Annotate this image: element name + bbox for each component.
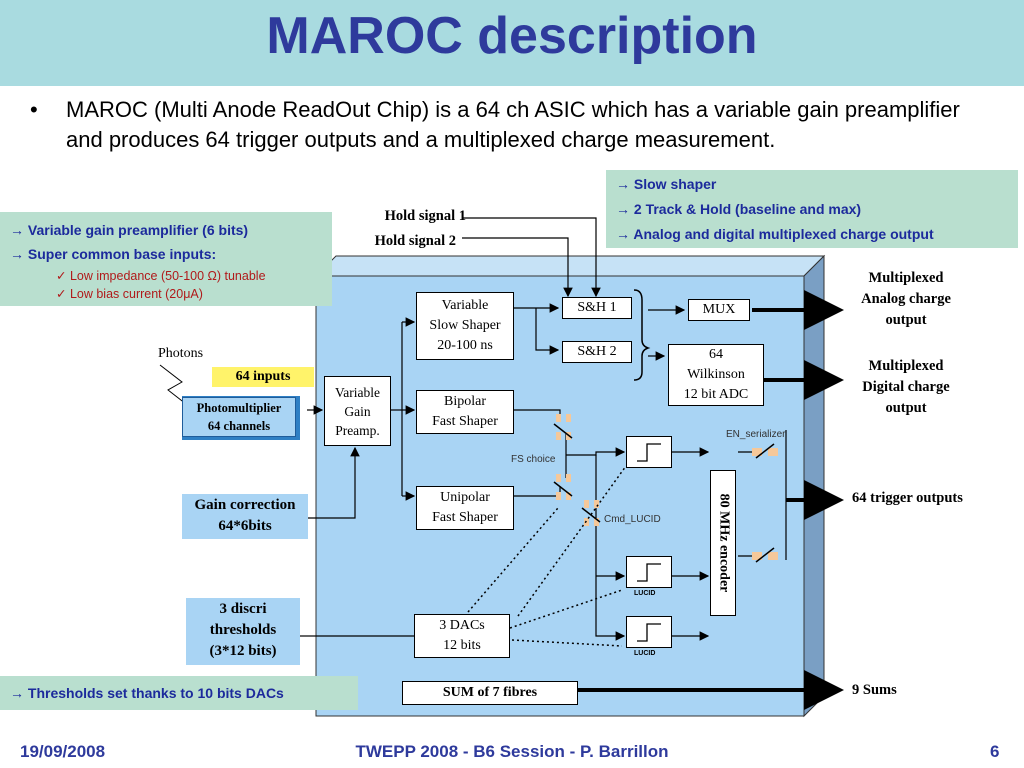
pmt-label-line1: Photomultiplier: [196, 401, 282, 415]
sh2-block: S&H 2: [562, 341, 632, 363]
adc-line3: 12 bit ADC: [683, 387, 749, 402]
mux-block: MUX: [688, 299, 750, 321]
note-thresholds: → Thresholds set thanks to 10 bits DACs: [0, 676, 358, 710]
note-subitem: ✓ Low impedance (50-100 Ω) tunable: [56, 269, 266, 283]
out-digital-line1: Multiplexed: [868, 358, 944, 374]
dacs-line2: 12 bits: [443, 638, 481, 653]
preamp-line2: Gain: [344, 403, 371, 419]
bipolar-line2: Fast Shaper: [432, 414, 498, 429]
unipolar-line1: Unipolar: [440, 490, 490, 505]
note-subitem: ✓ Low bias current (20μA): [56, 287, 203, 301]
out-analog-line2: Analog charge: [861, 291, 951, 307]
title-bar: [0, 0, 1024, 86]
note-item: → Slow shaper: [616, 176, 717, 192]
sum-block: SUM of 7 fibres: [402, 681, 578, 705]
bullet-text: MAROC (Multi Anode ReadOut Chip) is a 64…: [66, 97, 960, 152]
adc-line1: 64: [709, 347, 723, 362]
serializer-switch-top: [752, 448, 778, 456]
dacs-block: 3 DACs 12 bits: [414, 614, 510, 658]
discriminator-1: [626, 436, 672, 468]
out-trigger-label: 64 trigger outputs: [852, 490, 963, 506]
lucid-label: LUCID: [634, 590, 656, 597]
note-preamp-features: → Variable gain preamplifier (6 bits) → …: [0, 212, 332, 306]
note-item: → Thresholds set thanks to 10 bits DACs: [10, 685, 284, 701]
step-icon: [637, 443, 661, 462]
footer-title: TWEPP 2008 - B6 Session - P. Barrillon: [355, 742, 669, 761]
note-item: → Super common base inputs:: [10, 246, 217, 262]
slide-title: MAROC description: [266, 7, 758, 65]
out-digital-line2: Digital charge: [862, 379, 950, 395]
chip-side-face: [803, 254, 825, 718]
preamp-line3: Preamp.: [335, 422, 380, 438]
sh1-block: S&H 1: [562, 297, 632, 319]
hold-signal-1-label: Hold signal 1: [384, 208, 466, 224]
serializer-switch-bottom: [752, 552, 778, 560]
lucid-label: LUCID: [634, 650, 656, 657]
photons-label: Photons: [158, 346, 204, 361]
out-analog-label: Multiplexed Analog charge output: [842, 268, 970, 331]
note-shaper-features: → Slow shaper → 2 Track & Hold (baseline…: [606, 170, 1018, 248]
slow-shaper-line1: Variable: [441, 298, 489, 313]
discri-line2: thresholds: [209, 622, 277, 638]
bullet-marker: •: [30, 97, 38, 122]
discriminator-2: [626, 556, 672, 588]
preamp-block: Variable Gain Preamp.: [324, 376, 391, 446]
encoder-label: 80 MHz encoder: [716, 493, 731, 593]
chip-top-face: [314, 255, 826, 277]
unipolar-line2: Fast Shaper: [432, 510, 498, 525]
dacs-line1: 3 DACs: [439, 618, 485, 633]
unipolar-shaper-block: Unipolar Fast Shaper: [416, 486, 514, 530]
gain-correction-line2: 64*6bits: [218, 518, 272, 534]
en-serializer-label: EN_serializer: [726, 429, 786, 440]
encoder-block: 80 MHz encoder: [710, 470, 736, 616]
discri-line3: (3*12 bits): [209, 643, 277, 659]
cmd-lucid-label: Cmd_LUCID: [604, 514, 661, 525]
inputs-badge: 64 inputs: [212, 367, 314, 387]
pmt-label-line2: 64 channels: [207, 419, 271, 433]
step-icon: [637, 563, 661, 582]
note-item: → Analog and digital multiplexed charge …: [616, 226, 934, 242]
pmt-box: Photomultiplier 64 channels: [182, 397, 296, 437]
slow-shaper-block: Variable Slow Shaper 20-100 ns: [416, 292, 514, 360]
out-analog-line1: Multiplexed: [868, 270, 944, 286]
adc-line2: Wilkinson: [687, 367, 745, 382]
out-analog-line3: output: [885, 312, 927, 328]
gain-correction-box: Gain correction 64*6bits: [182, 494, 308, 539]
preamp-line1: Variable: [335, 384, 380, 400]
discriminator-3: [626, 616, 672, 648]
adc-block: 64 Wilkinson 12 bit ADC: [668, 344, 764, 406]
out-digital-label: Multiplexed Digital charge output: [842, 356, 970, 419]
out-digital-line3: output: [885, 400, 927, 416]
note-item: → 2 Track & Hold (baseline and max): [616, 201, 862, 217]
footer-date: 19/09/2008: [20, 742, 106, 761]
hold-signal-2-label: Hold signal 2: [374, 233, 456, 249]
slow-shaper-line2: Slow Shaper: [429, 318, 501, 333]
out-sums-label: 9 Sums: [852, 682, 897, 698]
step-icon: [637, 623, 661, 642]
discri-line1: 3 discri: [219, 601, 267, 617]
fs-choice-label: FS choice: [511, 454, 556, 465]
slow-shaper-line3: 20-100 ns: [437, 338, 493, 353]
bipolar-line1: Bipolar: [444, 394, 486, 409]
note-item: → Variable gain preamplifier (6 bits): [10, 222, 249, 238]
discri-thresholds-box: 3 discri thresholds (3*12 bits): [186, 598, 300, 665]
bipolar-shaper-block: Bipolar Fast Shaper: [416, 390, 514, 434]
footer-page-number: 6: [990, 742, 1000, 761]
gain-correction-line1: Gain correction: [194, 497, 296, 513]
fs-switch-bottom: [556, 474, 571, 500]
